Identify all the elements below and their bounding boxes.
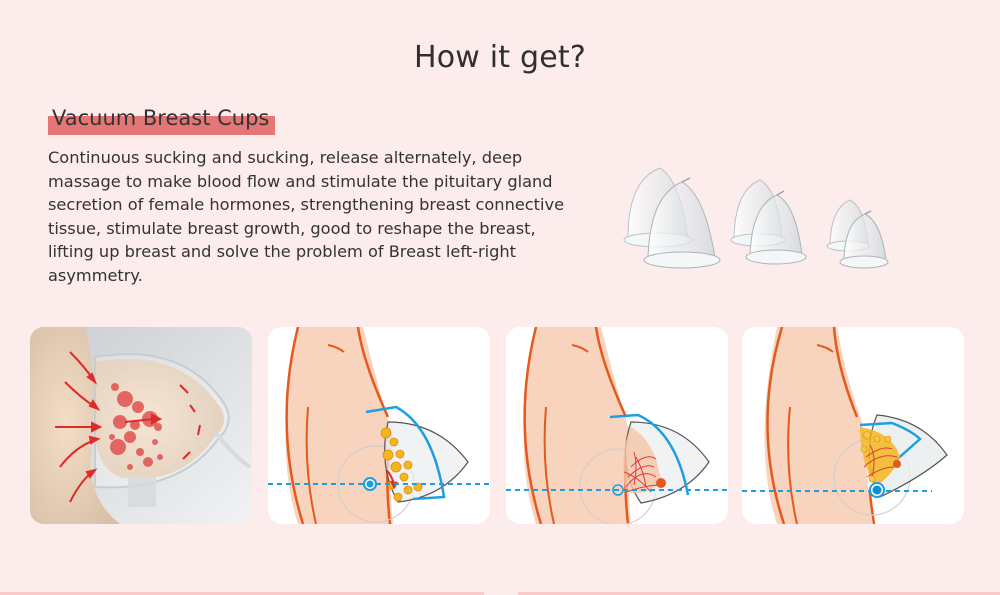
gland-growth-diagram-panel [742,327,964,524]
cup-large-front-icon [643,177,721,269]
section-title: Vacuum Breast Cups [52,106,270,130]
blood-vessels-icon [623,451,662,493]
flow-arrows-icon [55,351,201,503]
cup-small-front-icon [839,210,889,269]
product-description: Continuous sucking and sucking, release … [48,148,565,285]
blood-particles-icon [109,383,163,470]
vacuum-cup-icon [384,421,469,503]
cup-medium-front-icon [745,190,807,265]
fat-cells-diagram-panel [268,327,490,524]
section-heading: Vacuum Breast Cups [48,104,276,135]
blood-flow-render-panel [30,327,252,524]
tube-icon [213,430,252,469]
bottom-divider-left [0,592,484,595]
cup-frame-icon [365,405,446,501]
cups-product-image [610,160,910,275]
page-title: How it get? [413,40,586,75]
chest-outline-icon [356,327,390,418]
heading-highlight-bar [48,116,276,135]
blood-vessels-diagram-panel [506,327,728,524]
back-outline-icon [285,327,305,524]
bottom-divider-right [518,592,1000,595]
